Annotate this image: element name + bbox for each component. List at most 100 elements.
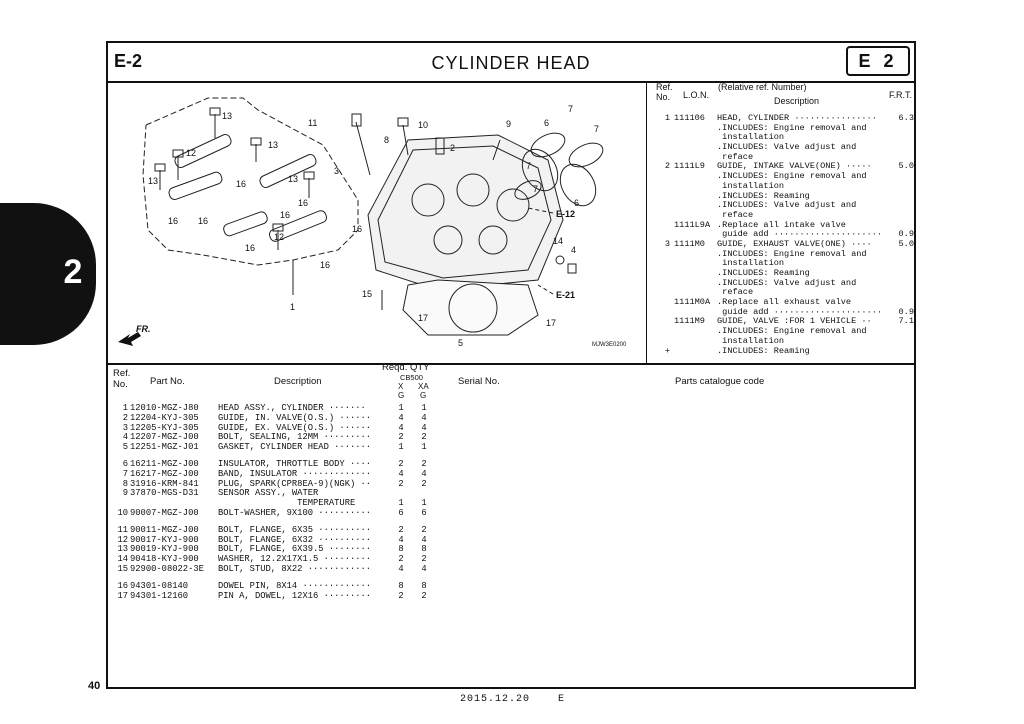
qty-x: 4 (398, 563, 404, 574)
diagram-callout: 16 (236, 179, 246, 189)
qty-xa: 4 (421, 412, 427, 423)
diagram-callout: 14 (553, 236, 563, 246)
frt-time: 6.3 (898, 113, 914, 123)
diagram-callout: 7 (526, 161, 531, 171)
parts-qty-header: Reqd. QTY (382, 362, 430, 373)
parts-serial-header: Serial No. (458, 376, 500, 387)
frt-desc: reface (717, 151, 754, 162)
frt-desc: .INCLUDES: Engine removal and (717, 326, 867, 337)
frt-desc: .INCLUDES: Valve adjust and (717, 277, 857, 288)
header-divider (108, 81, 914, 83)
parts-col-xa: XA (418, 382, 429, 391)
frt-lon-header: L.O.N. (683, 90, 710, 100)
row-gap (108, 518, 448, 525)
part-description: PLUG, SPARK(CPR8EA-9)(NGK) ·· (218, 478, 372, 489)
frt-row: .INCLUDES: Engine removal and (648, 326, 914, 336)
part-ref: 17 (117, 590, 128, 601)
diagram-callout: 10 (418, 120, 428, 130)
diagram-callout: 16 (168, 216, 178, 226)
frt-ref: 2 (664, 161, 670, 172)
frt-desc: .Replace all exhaust valve (717, 297, 852, 308)
frt-desc: GUIDE, VALVE :FOR 1 VEHICLE ·· (717, 316, 872, 327)
part-description: GUIDE, IN. VALVE(O.S.) ······ (218, 412, 372, 423)
cylinder-head-shape (367, 134, 564, 291)
frt-desc: reface (717, 287, 754, 298)
qty-xa: 4 (421, 563, 427, 574)
qty-x: 4 (398, 412, 404, 423)
frt-row: +.INCLUDES: Reaming (648, 346, 914, 356)
frt-desc: reface (717, 209, 754, 220)
part-description: DOWEL PIN, 8X14 ············· (218, 580, 372, 591)
row-gap (108, 574, 448, 581)
part-description: BOLT-WASHER, 9X100 ·········· (218, 507, 372, 518)
frt-desc: .INCLUDES: Engine removal and (717, 248, 867, 259)
part-description: WASHER, 12.2X17X1.5 ········· (218, 554, 372, 565)
qty-x: 2 (398, 524, 404, 535)
section-tab (0, 203, 96, 345)
diagram-callout: 12 (274, 232, 284, 242)
part-description: PIN A, DOWEL, 12X16 ········· (218, 590, 372, 601)
diagram-callout: 6 (574, 198, 579, 208)
qty-x: 8 (398, 580, 404, 591)
frt-row: reface (648, 287, 914, 297)
diagram-callout: 9 (506, 119, 511, 129)
diagram-callout: 3 (334, 166, 339, 176)
qty-x: 4 (398, 422, 404, 433)
qty-xa: 6 (421, 507, 427, 518)
frt-desc: HEAD, CYLINDER ················ (717, 113, 877, 123)
part-description: BOLT, FLANGE, 6X39.5 ········ (218, 544, 372, 555)
diagram-callout: 17 (546, 318, 556, 328)
diagram-callout: 13 (148, 176, 158, 186)
part-description: GUIDE, EX. VALVE(O.S.) ······ (218, 422, 372, 433)
frt-row: .INCLUDES: Reaming (648, 191, 914, 201)
frt-ref: 3 (664, 238, 670, 249)
diagram-ref-tag: E-21 (556, 290, 575, 300)
frt-ref: + (664, 345, 670, 356)
qty-x: 4 (398, 468, 404, 479)
diagram-ref-tag: E-12 (556, 209, 575, 219)
gasket-shape (402, 279, 539, 336)
qty-xa: 1 (421, 442, 427, 453)
diagram-callout: 6 (544, 118, 549, 128)
direction-label: FR. (136, 324, 151, 334)
part-description: BOLT, STUD, 8X22 ············ (218, 563, 372, 574)
frt-desc: GUIDE, EXHAUST VALVE(ONE) ···· (717, 238, 872, 249)
diagram-callout: 15 (362, 289, 372, 299)
frt-row: installation (648, 258, 914, 268)
part-ref: 2 (122, 412, 128, 423)
part-number: 12010-MGZ-J80 (130, 403, 199, 413)
frt-table-header: Ref. No. L.O.N. (Relative ref. Number) D… (646, 82, 914, 112)
frt-desc: guide add ····················· (717, 229, 883, 240)
part-description: BAND, INSULATOR ············· (218, 468, 372, 479)
qty-xa: 4 (421, 534, 427, 545)
part-number: 31916-KRM-841 (130, 478, 199, 489)
part-description: SENSOR ASSY., WATER (218, 488, 319, 499)
diagram-callout: 8 (384, 135, 389, 145)
qty-x: 2 (398, 590, 404, 601)
frt-desc: GUIDE, INTAKE VALVE(ONE) ····· (717, 161, 872, 172)
part-number: 37870-MGS-D31 (130, 488, 199, 499)
frt-desc: .INCLUDES: Reaming (717, 190, 810, 201)
frt-row: reface (648, 152, 914, 162)
frt-ref-header: Ref. No. (656, 82, 673, 102)
frt-lon: 1111M9 (674, 316, 705, 327)
part-description: INSULATOR, THROTTLE BODY ···· (218, 458, 372, 469)
diagram-callout: 17 (418, 313, 428, 323)
frt-row: guide add ·····················0.9 (648, 307, 914, 317)
part-description: HEAD ASSY., CYLINDER ······· (218, 403, 366, 413)
qty-x: 2 (398, 432, 404, 443)
diagram-callout: 16 (245, 243, 255, 253)
page-number: 40 (88, 680, 101, 692)
part-ref: 16 (117, 580, 128, 591)
part-ref: 9 (122, 488, 128, 499)
qty-x: 1 (398, 442, 404, 453)
